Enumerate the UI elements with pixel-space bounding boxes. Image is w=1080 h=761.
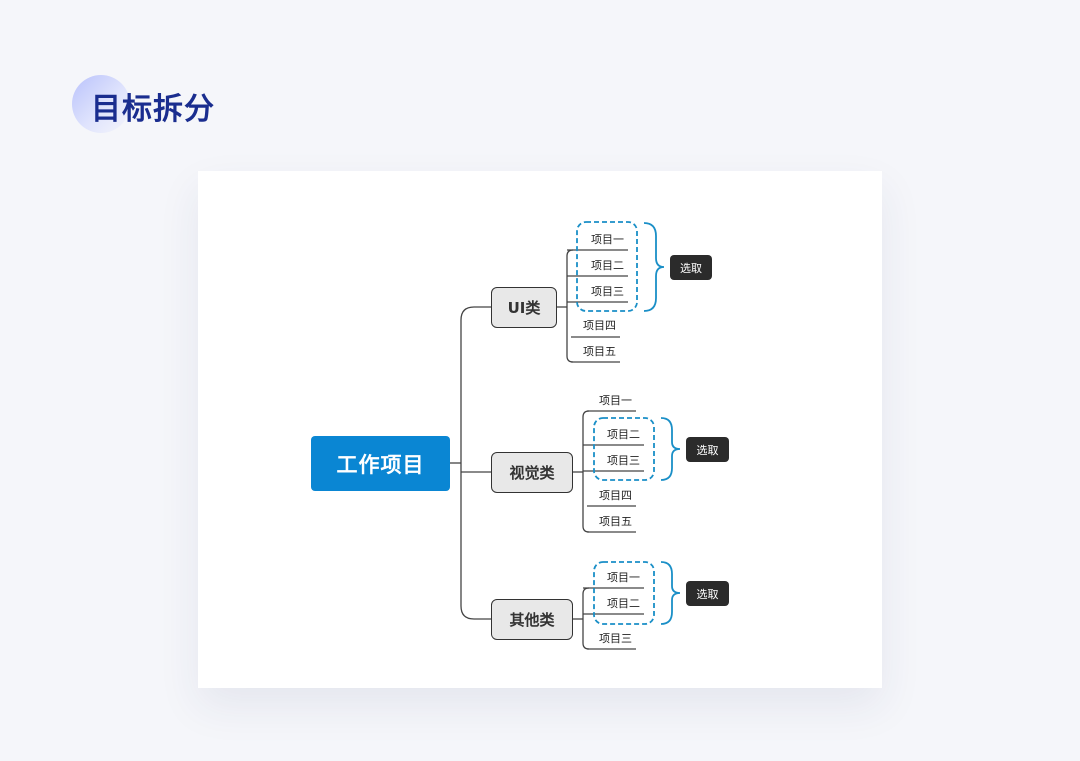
branch-node-ui[interactable]: UI类 (491, 287, 557, 328)
selection-box-visual (593, 417, 655, 481)
title-decoration-circle (72, 75, 130, 133)
root-node[interactable]: 工作项目 (311, 436, 450, 491)
selection-box-other (593, 561, 655, 625)
leaf-ui-2[interactable]: 项目二 (591, 259, 624, 272)
leaf-other-1[interactable]: 项目一 (607, 571, 640, 584)
leaf-visual-4[interactable]: 项目四 (599, 489, 632, 502)
leaf-ui-4[interactable]: 项目四 (583, 319, 616, 332)
leaf-visual-2[interactable]: 项目二 (607, 428, 640, 441)
selection-box-ui (576, 221, 638, 312)
brace-other (660, 561, 681, 625)
leaf-ui-3[interactable]: 项目三 (591, 285, 624, 298)
connector-trunk (460, 306, 491, 620)
leaf-other-2[interactable]: 项目二 (607, 597, 640, 610)
pick-tag-other[interactable]: 选取 (686, 581, 729, 606)
leaf-ui-1[interactable]: 项目一 (591, 233, 624, 246)
connector-other-spine (582, 587, 590, 650)
pick-tag-visual[interactable]: 选取 (686, 437, 729, 462)
pick-tag-ui[interactable]: 选取 (670, 255, 712, 280)
brace-ui (643, 222, 665, 312)
brace-visual (660, 417, 681, 481)
branch-node-other[interactable]: 其他类 (491, 599, 573, 640)
branch-node-visual[interactable]: 视觉类 (491, 452, 573, 493)
page-title: 目标拆分 (91, 92, 215, 127)
leaf-ui-5[interactable]: 项目五 (583, 345, 616, 358)
leaf-visual-1[interactable]: 项目一 (599, 394, 632, 407)
leaf-visual-3[interactable]: 项目三 (607, 454, 640, 467)
connector-ui-spine (566, 249, 574, 363)
leaf-visual-5[interactable]: 项目五 (599, 515, 632, 528)
leaf-other-3[interactable]: 项目三 (599, 632, 632, 645)
